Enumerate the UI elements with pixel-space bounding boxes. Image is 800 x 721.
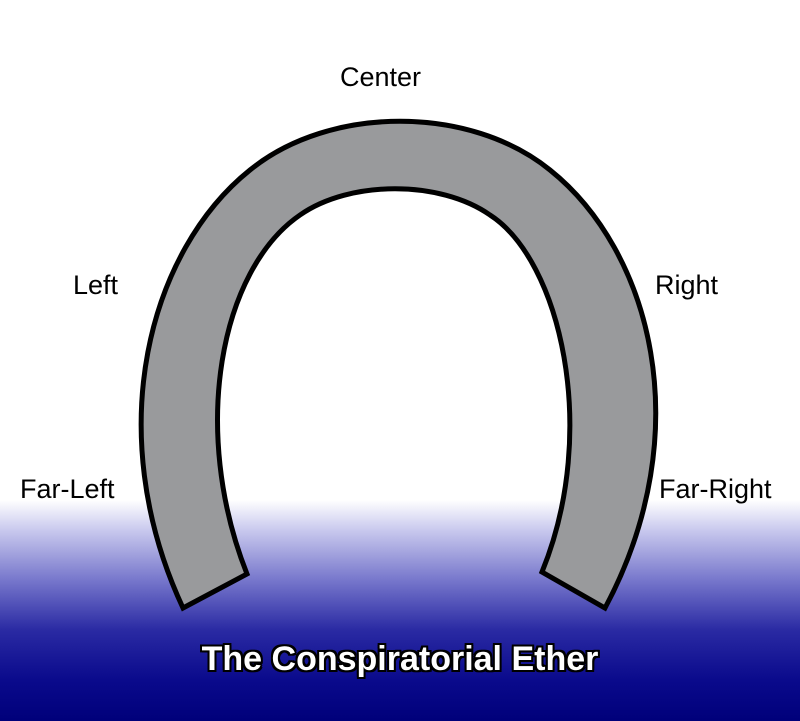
- label-right: Right: [655, 270, 719, 300]
- label-far-left: Far-Left: [20, 474, 115, 504]
- label-center: Center: [340, 62, 422, 92]
- horseshoe-band: [138, 118, 659, 612]
- label-left: Left: [73, 270, 119, 300]
- label-far-right: Far-Right: [659, 474, 772, 504]
- footer-title: The Conspiratorial Ether: [201, 640, 599, 678]
